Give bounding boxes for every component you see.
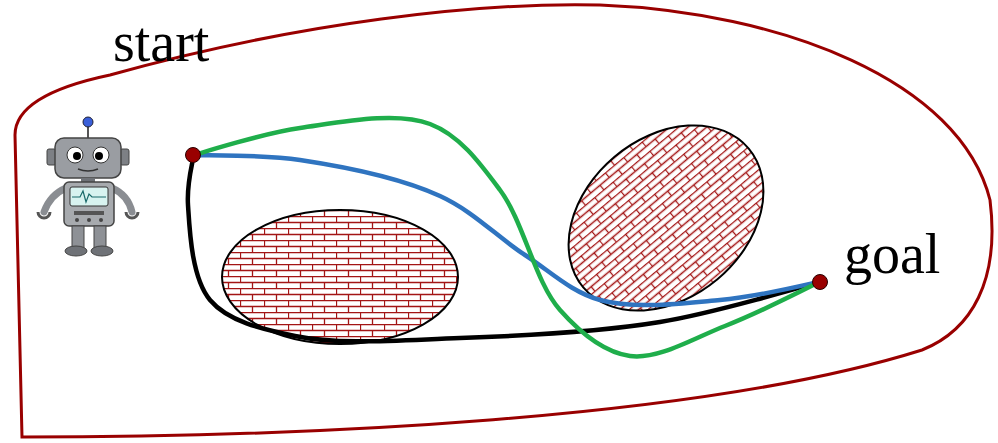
endpoint-dot: goal bbox=[812, 274, 828, 290]
endpoint-label: start bbox=[113, 14, 209, 70]
workspace-boundary bbox=[15, 5, 992, 437]
planned-path bbox=[201, 155, 812, 305]
robot-icon bbox=[38, 117, 138, 256]
endpoint-label: goal bbox=[844, 226, 940, 282]
endpoint-dot: start bbox=[185, 147, 201, 163]
planned-path bbox=[201, 118, 813, 357]
brick-obstacle bbox=[222, 210, 458, 344]
